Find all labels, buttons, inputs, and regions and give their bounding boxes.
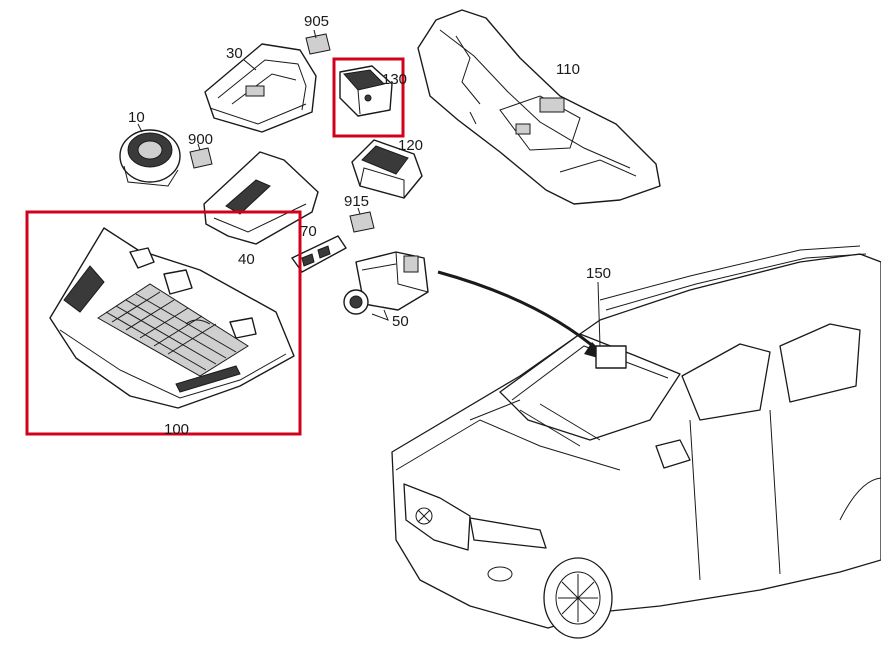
label-30: 30	[226, 45, 243, 62]
label-40: 40	[238, 251, 255, 268]
part-150-location-marker	[595, 345, 627, 369]
label-70: 70	[300, 223, 317, 240]
label-100: 100	[164, 421, 189, 438]
part-100	[49, 227, 295, 409]
part-50	[343, 251, 429, 321]
label-110: 110	[556, 61, 580, 78]
part-900	[189, 143, 213, 169]
label-50: 50	[392, 313, 409, 330]
leader-150	[597, 281, 601, 347]
label-10: 10	[128, 109, 145, 126]
label-915: 915	[344, 193, 369, 210]
highlight-box-130	[332, 57, 405, 138]
part-10	[119, 123, 181, 187]
part-110	[417, 9, 661, 205]
label-150: 150	[586, 265, 611, 282]
label-120: 120	[398, 137, 423, 154]
vehicle-illustration	[391, 245, 881, 639]
part-40	[203, 151, 319, 245]
label-905: 905	[304, 13, 329, 30]
part-915	[349, 207, 375, 233]
part-30	[204, 43, 317, 133]
part-70	[291, 235, 347, 273]
part-120	[351, 139, 423, 199]
label-900: 900	[188, 131, 213, 148]
part-905	[305, 29, 331, 55]
highlight-box-100	[25, 210, 302, 436]
part-130	[339, 65, 393, 117]
label-130: 130	[382, 71, 407, 88]
